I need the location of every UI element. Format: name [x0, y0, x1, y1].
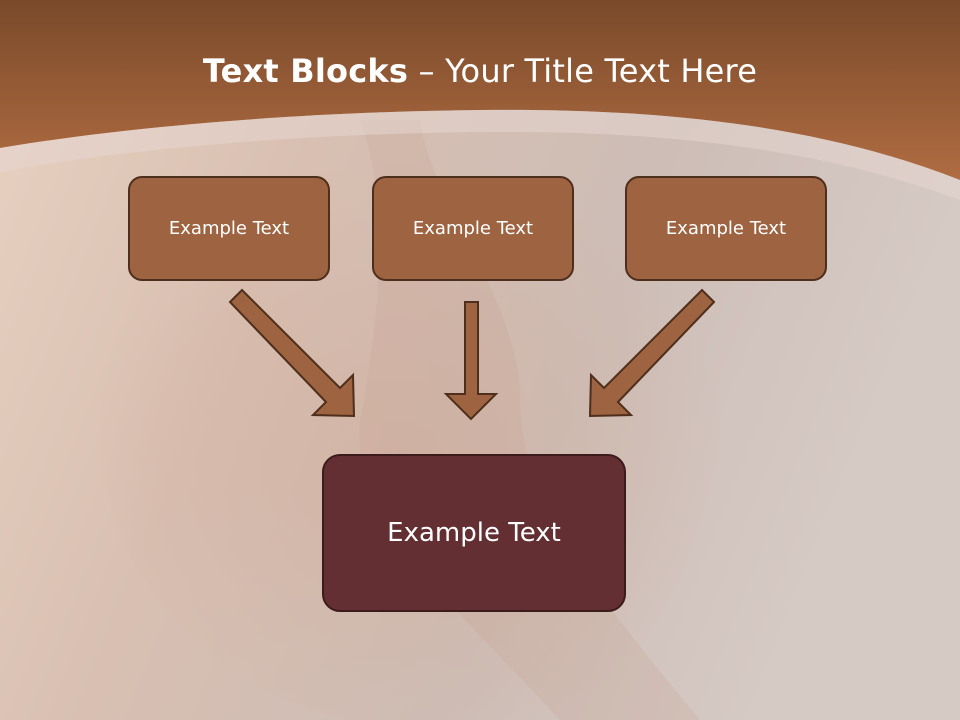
text-block-center[interactable]: Example Text: [372, 176, 574, 281]
text-block-left[interactable]: Example Text: [128, 176, 330, 281]
title-rest: Your Title Text Here: [445, 52, 758, 90]
text-block-bottom-label: Example Text: [387, 518, 561, 548]
text-block-bottom[interactable]: Example Text: [322, 454, 626, 612]
text-block-left-label: Example Text: [168, 218, 290, 239]
text-block-right-label: Example Text: [665, 218, 787, 239]
text-block-right[interactable]: Example Text: [625, 176, 827, 281]
title-bold: Text Blocks: [202, 52, 409, 90]
slide-title: Text Blocks – Your Title Text Here: [0, 52, 960, 90]
title-dash: –: [408, 52, 446, 90]
text-block-center-label: Example Text: [412, 218, 534, 239]
